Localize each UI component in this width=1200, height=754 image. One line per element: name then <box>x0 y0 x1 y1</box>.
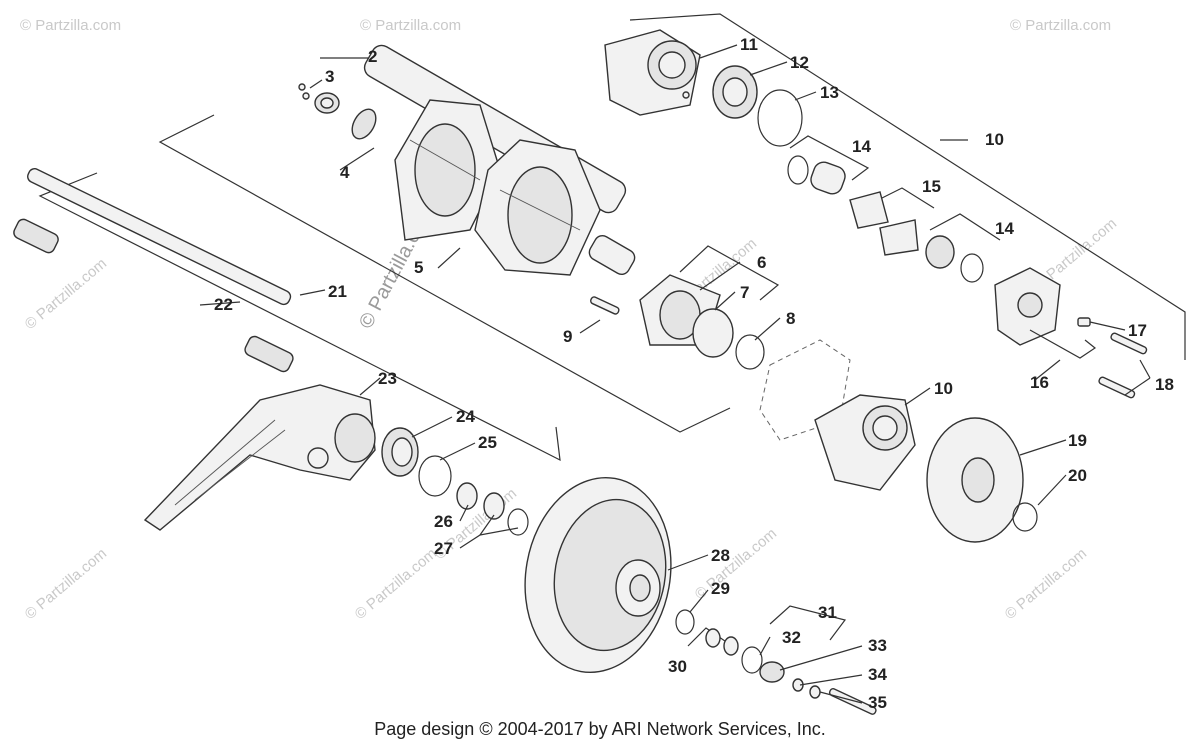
callout-labels: 2 3 4 5 6 7 8 9 10 10 11 12 13 14 14 15 … <box>214 35 1174 712</box>
callout-23: 23 <box>378 369 397 388</box>
watermark-text: © Partzilla.com <box>22 545 110 623</box>
drive-shaft-assembly <box>351 44 636 276</box>
callout-3: 3 <box>325 67 334 86</box>
watermark-text: © Partzilla.com <box>22 255 110 333</box>
callout-13: 13 <box>820 83 839 102</box>
callout-7: 7 <box>740 283 749 302</box>
jackshaft <box>13 168 294 373</box>
callout-16: 16 <box>1030 373 1049 392</box>
callout-4: 4 <box>340 163 350 182</box>
bearing-set-14-15 <box>787 155 984 283</box>
callout-11: 11 <box>740 35 758 54</box>
callout-35: 35 <box>868 693 887 712</box>
bearing-stack-24-27 <box>381 427 529 536</box>
watermark-text: © Partzilla.com <box>1002 545 1090 623</box>
watermark-text: © Partzilla.com <box>1010 17 1111 34</box>
watermark-text: © Partzilla.com <box>692 525 780 603</box>
page-footer: Page design © 2004-2017 by ARI Network S… <box>374 719 826 739</box>
callout-26: 26 <box>434 512 453 531</box>
callout-28: 28 <box>711 546 730 565</box>
watermark-text: © Partzilla.com <box>352 545 440 623</box>
group-brackets <box>38 13 1186 651</box>
driven-clutch <box>524 476 672 674</box>
callout-2: 2 <box>368 47 377 66</box>
callout-5: 5 <box>414 258 423 277</box>
callout-31: 31 <box>818 603 837 622</box>
clutch-hardware <box>675 609 877 715</box>
bearing-2-3 <box>298 83 340 114</box>
callout-24: 24 <box>456 407 475 426</box>
callout-34: 34 <box>868 665 887 684</box>
brake-disc <box>926 417 1038 543</box>
bearing-housing-top <box>604 29 803 147</box>
callout-21: 21 <box>328 282 347 301</box>
callout-17: 17 <box>1128 321 1147 340</box>
callout-32: 32 <box>782 628 801 647</box>
callout-6: 6 <box>757 253 766 272</box>
callout-27: 27 <box>434 539 453 558</box>
leader-lines <box>199 44 1151 704</box>
bearing-plate-6-9 <box>590 274 765 370</box>
brake-caliper-lower <box>759 339 916 491</box>
callout-25: 25 <box>478 433 497 452</box>
watermark-text: © Partzilla.com <box>20 17 121 34</box>
callout-14-lower: 14 <box>995 219 1014 238</box>
callout-18: 18 <box>1155 375 1174 394</box>
caliper-assembly <box>994 267 1148 399</box>
callout-29: 29 <box>711 579 730 598</box>
callout-9: 9 <box>563 327 572 346</box>
callout-12: 12 <box>790 53 809 72</box>
callout-22: 22 <box>214 295 233 314</box>
callout-14-upper: 14 <box>852 137 871 156</box>
callout-20: 20 <box>1068 466 1087 485</box>
callout-33: 33 <box>868 636 887 655</box>
watermark-text: © Partzilla.com <box>360 17 461 34</box>
callout-10-top: 10 <box>985 130 1004 149</box>
callout-15: 15 <box>922 177 941 196</box>
mounting-arm <box>143 384 376 531</box>
callout-19: 19 <box>1068 431 1087 450</box>
callout-10-lower: 10 <box>934 379 953 398</box>
callout-8: 8 <box>786 309 795 328</box>
callout-30: 30 <box>668 657 687 676</box>
